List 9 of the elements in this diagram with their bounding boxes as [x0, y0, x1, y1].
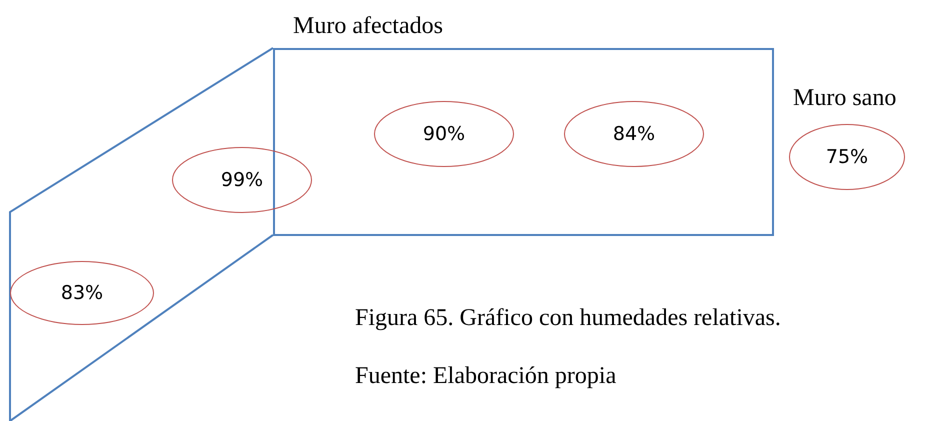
humidity-ellipse: 99%: [172, 147, 312, 213]
source-note: Fuente: Elaboración propia: [355, 362, 616, 390]
humidity-ellipse: 75%: [789, 124, 905, 190]
humidity-ellipse: 83%: [10, 261, 154, 325]
humidity-ellipse: 90%: [374, 101, 514, 167]
wall-heading: Muro sano: [793, 84, 896, 112]
caption: Figura 65. Gráfico con humedades relativas.: [355, 304, 781, 332]
wall-heading: Muro afectados: [293, 12, 443, 40]
humidity-ellipse: 84%: [564, 101, 704, 167]
